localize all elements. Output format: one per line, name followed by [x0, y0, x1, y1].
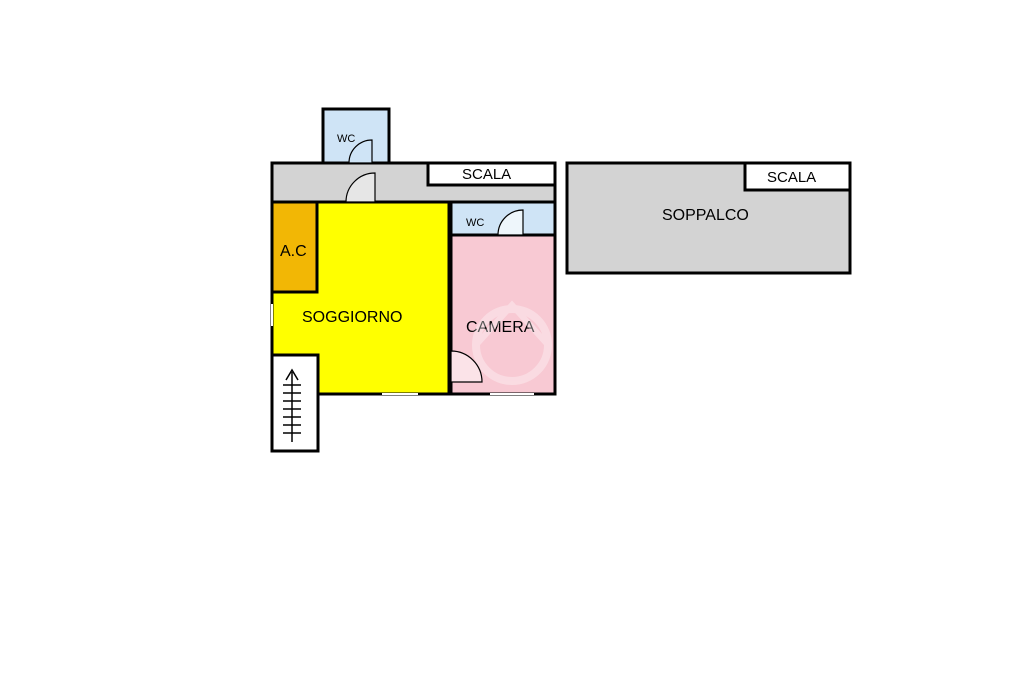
camera-label: CAMERA	[466, 319, 535, 336]
stairs-arrow-icon	[283, 368, 301, 442]
wc-top-label: WC	[337, 133, 355, 145]
watermark-logo	[472, 300, 552, 385]
stairs-block	[270, 353, 320, 453]
door-swing-icon	[345, 139, 524, 383]
scala-2-room	[743, 161, 852, 192]
soggiorno-label: SOGGIORNO	[302, 309, 402, 326]
window-marks	[271, 304, 534, 395]
soppalco-label: SOPPALCO	[662, 207, 749, 224]
scala-2-label: SCALA	[767, 169, 816, 186]
ac-room	[270, 200, 319, 294]
wc-2-label: WC	[466, 217, 484, 229]
scala-1-label: SCALA	[462, 166, 511, 183]
ac-label: A.C	[280, 243, 307, 260]
scala-1-room	[426, 161, 557, 187]
